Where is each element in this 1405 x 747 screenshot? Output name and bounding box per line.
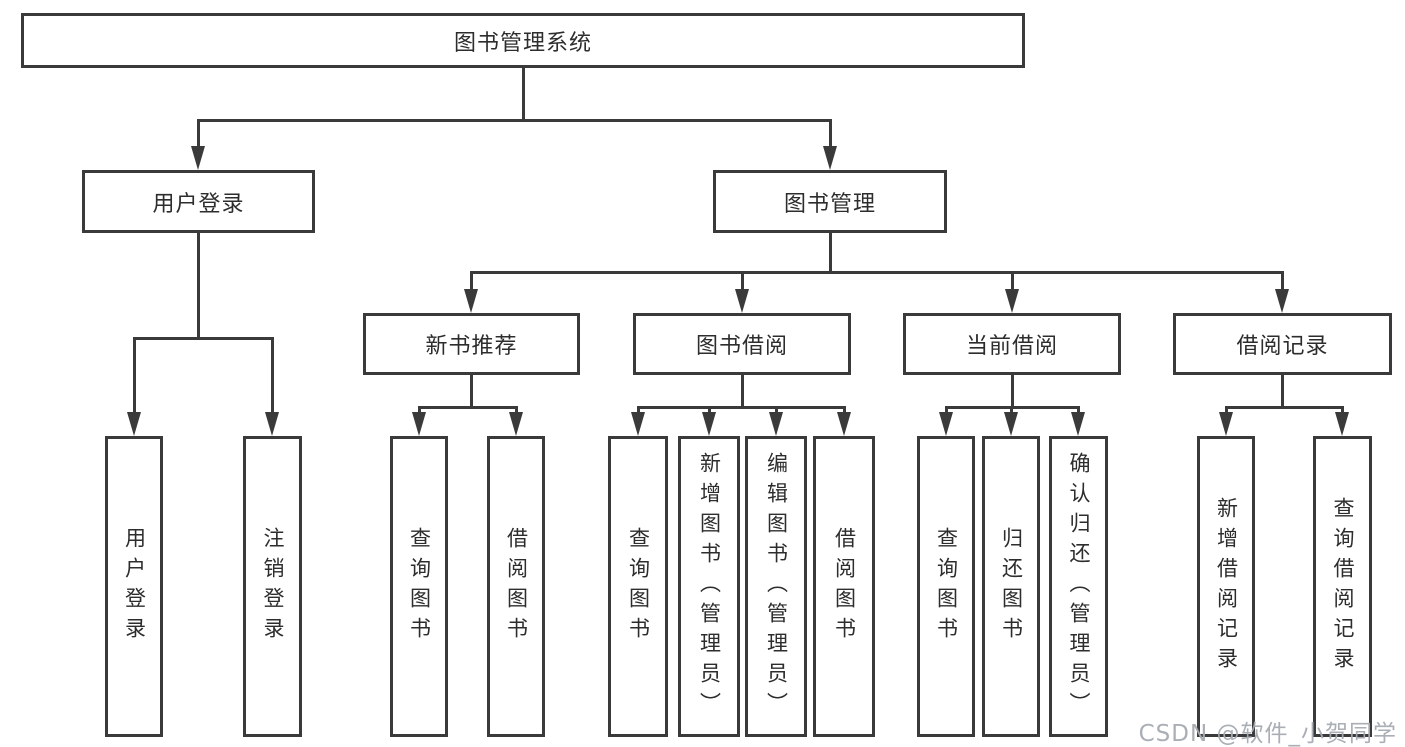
connector-line: [829, 233, 832, 274]
arrowhead-down-icon: [1071, 412, 1085, 436]
connector-line: [637, 406, 846, 409]
connector-line: [470, 375, 473, 409]
leaf-add-borrow-record-label: 新增借阅记录: [1214, 496, 1239, 677]
leaf-borrow-books-recommend: 借阅图书: [487, 436, 545, 737]
node-user-login: 用户登录: [82, 170, 315, 233]
node-borrow-records: 借阅记录: [1173, 313, 1392, 375]
leaf-borrow-books-label: 借阅图书: [832, 526, 857, 647]
arrowhead-down-icon: [1275, 289, 1289, 313]
leaf-logout-label: 注销登录: [261, 526, 285, 647]
leaf-borrow-books-recommend-label: 借阅图书: [504, 526, 529, 647]
arrowhead-down-icon: [265, 412, 279, 436]
leaf-confirm-return-admin-label: 确认归还（管理员）: [1067, 451, 1091, 722]
arrowhead-down-icon: [191, 146, 205, 170]
node-book-management-label: 图书管理: [783, 191, 876, 217]
leaf-logout: 注销登录: [243, 436, 302, 737]
connector-line: [418, 406, 518, 409]
connector-line: [741, 271, 744, 293]
node-borrow-records-label: 借阅记录: [1236, 334, 1329, 359]
connector-line: [1011, 375, 1014, 409]
node-current-borrow: 当前借阅: [903, 313, 1121, 375]
arrowhead-down-icon: [702, 412, 716, 436]
node-book-borrow: 图书借阅: [633, 313, 851, 375]
arrowhead-down-icon: [735, 289, 749, 313]
leaf-query-books-current-label: 查询图书: [934, 526, 959, 647]
csdn-watermark: CSDN @软件_小贺同学: [1138, 721, 1397, 747]
connector-line: [197, 119, 200, 150]
leaf-query-books-borrow-label: 查询图书: [626, 526, 651, 647]
leaf-return-books-label: 归还图书: [999, 526, 1024, 647]
connector-line: [197, 233, 200, 340]
arrowhead-down-icon: [939, 412, 953, 436]
arrowhead-down-icon: [631, 412, 645, 436]
connector-line: [522, 68, 525, 122]
arrowhead-down-icon: [464, 289, 478, 313]
node-root-system: 图书管理系统: [21, 13, 1025, 68]
connector-line: [1011, 271, 1014, 293]
leaf-edit-books-admin: 编辑图书（管理员）: [745, 436, 807, 737]
arrowhead-down-icon: [1005, 289, 1019, 313]
leaf-confirm-return-admin: 确认归还（管理员）: [1049, 436, 1108, 737]
arrowhead-down-icon: [1004, 412, 1018, 436]
leaf-query-books-borrow: 查询图书: [608, 436, 668, 737]
arrowhead-down-icon: [1335, 412, 1349, 436]
connector-line: [1281, 375, 1284, 409]
connector-line: [133, 337, 136, 416]
arrowhead-down-icon: [1219, 412, 1233, 436]
node-book-management: 图书管理: [713, 170, 947, 233]
leaf-edit-books-admin-label: 编辑图书（管理员）: [764, 451, 789, 722]
node-user-login-label: 用户登录: [152, 191, 245, 217]
arrowhead-down-icon: [509, 412, 523, 436]
connector-line: [133, 337, 274, 340]
leaf-query-books-recommend-label: 查询图书: [407, 526, 432, 647]
leaf-user-login: 用户登录: [105, 436, 163, 737]
connector-line: [470, 271, 473, 293]
connector-line: [1281, 271, 1284, 293]
leaf-add-borrow-record: 新增借阅记录: [1197, 436, 1255, 737]
node-current-borrow-label: 当前借阅: [965, 334, 1058, 359]
leaf-return-books: 归还图书: [982, 436, 1040, 737]
node-book-borrow-label: 图书借阅: [695, 334, 788, 359]
connector-line: [829, 119, 832, 150]
connector-line: [197, 119, 832, 122]
arrowhead-down-icon: [412, 412, 426, 436]
leaf-query-borrow-record-label: 查询借阅记录: [1331, 496, 1355, 677]
connector-line: [1225, 406, 1344, 409]
connector-line: [741, 375, 744, 409]
node-root-label: 图书管理系统: [453, 30, 592, 56]
leaf-query-books-current: 查询图书: [917, 436, 975, 737]
arrowhead-down-icon: [823, 146, 837, 170]
leaf-user-login-label: 用户登录: [122, 526, 147, 647]
arrowhead-down-icon: [837, 412, 851, 436]
leaf-query-borrow-record: 查询借阅记录: [1313, 436, 1372, 737]
leaf-borrow-books: 借阅图书: [813, 436, 875, 737]
arrowhead-down-icon: [769, 412, 783, 436]
arrowhead-down-icon: [127, 412, 141, 436]
leaf-add-books-admin: 新增图书（管理员）: [678, 436, 740, 737]
node-new-book-recommend: 新书推荐: [363, 313, 580, 375]
leaf-add-books-admin-label: 新增图书（管理员）: [697, 451, 722, 722]
connector-line: [470, 271, 1284, 274]
node-new-book-recommend-label: 新书推荐: [425, 334, 518, 359]
leaf-query-books-recommend: 查询图书: [390, 436, 448, 737]
connector-line: [271, 337, 274, 416]
